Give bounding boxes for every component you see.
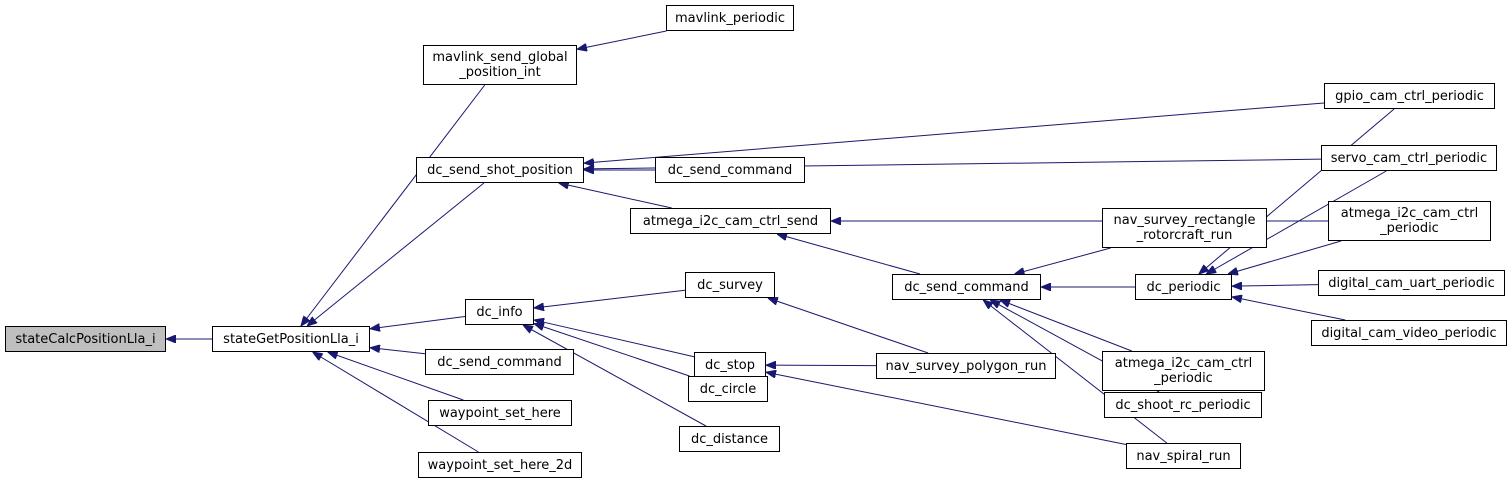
edge-nav_spiral_run-to-dc_send_command_c	[983, 300, 1168, 444]
node-digital_cam_uart_periodic[interactable]: digital_cam_uart_periodic	[1318, 270, 1505, 296]
edge-gpio_cam_ctrl_periodic-to-dc_send_shot_position	[584, 102, 1325, 163]
node-dc_info[interactable]: dc_info	[465, 299, 534, 325]
node-atmega_i2c_cam_ctrl_periodic-b[interactable]: atmega_i2c_cam_ctrl _periodic	[1328, 201, 1491, 241]
node-dc_distance[interactable]: dc_distance	[679, 426, 780, 452]
edge-atmega_i2c_cam_ctrl_send-to-dc_send_shot_position	[559, 183, 672, 209]
node-waypoint_set_here_2d[interactable]: waypoint_set_here_2d	[418, 452, 582, 478]
node-servo_cam_ctrl_periodic[interactable]: servo_cam_ctrl_periodic	[1321, 145, 1497, 171]
edge-dc_info-to-stateGetPositionLla_i	[370, 315, 466, 328]
edge-dc_circle-to-dc_info	[534, 324, 690, 377]
edge-dc_send_command_a-to-stateGetPositionLla_i	[370, 348, 426, 355]
node-dc_circle[interactable]: dc_circle	[688, 376, 768, 402]
edge-waypoint_set_here_2d-to-stateGetPositionLla_i	[313, 352, 479, 453]
node-stateGetPositionLla_i[interactable]: stateGetPositionLla_i	[212, 326, 370, 352]
edge-atmega_i2c_cam_ctrl_periodic_a-to-dc_send_command_c	[1000, 300, 1133, 352]
edge-nav_spiral_run-to-dc_stop	[766, 372, 1127, 445]
edge-dc_stop-to-dc_info	[534, 320, 695, 358]
edge-gpio_cam_ctrl_periodic-to-dc_periodic	[1199, 108, 1395, 274]
edge-digital_cam_video_periodic-to-dc_periodic	[1232, 297, 1346, 321]
node-nav_survey_polygon_run[interactable]: nav_survey_polygon_run	[876, 353, 1056, 379]
edge-dc_send_command_c-to-atmega_i2c_cam_ctrl_send	[777, 234, 921, 275]
node-dc_send_command-b[interactable]: dc_send_command	[655, 157, 805, 183]
node-dc_send_command-a[interactable]: dc_send_command	[425, 349, 574, 375]
edge-digital_cam_uart_periodic-to-dc_periodic	[1232, 285, 1319, 287]
edge-mavlink_send_global_position_int-to-stateGetPositionLla_i	[301, 84, 486, 326]
edge-nav_survey_rectangle_rotorcraft_run-to-dc_send_command_c	[1015, 247, 1111, 274]
node-dc_survey[interactable]: dc_survey	[685, 272, 775, 298]
edge-mavlink_periodic-to-mavlink_send_global_position_int	[577, 30, 667, 49]
edge-nav_survey_polygon_run-to-dc_survey	[768, 298, 929, 354]
node-dc_stop[interactable]: dc_stop	[694, 352, 766, 378]
node-nav_survey_rectangle_rotorcraft_run[interactable]: nav_survey_rectangle _rotorcraft_run	[1102, 208, 1267, 248]
node-dc_send_shot_position[interactable]: dc_send_shot_position	[416, 157, 584, 183]
edge-dc_distance-to-dc_info	[523, 325, 707, 427]
node-dc_send_command-c[interactable]: dc_send_command	[892, 274, 1041, 300]
edge-dc_send_shot_position-to-stateGetPositionLla_i	[307, 182, 485, 326]
edge-servo_cam_ctrl_periodic-to-dc_periodic	[1206, 170, 1387, 274]
edge-atmega_i2c_cam_ctrl_periodic_b-to-dc_periodic	[1228, 240, 1342, 274]
node-dc_periodic[interactable]: dc_periodic	[1135, 274, 1232, 300]
node-atmega_i2c_cam_ctrl_send[interactable]: atmega_i2c_cam_ctrl_send	[630, 208, 831, 234]
node-mavlink_periodic[interactable]: mavlink_periodic	[666, 5, 794, 31]
edge-dc_survey-to-dc_info	[534, 289, 686, 308]
node-mavlink_send_global_position_int[interactable]: mavlink_send_global _position_int	[423, 45, 577, 85]
edge-layer	[166, 30, 1395, 453]
edge-waypoint_set_here-to-stateGetPositionLla_i	[328, 352, 464, 401]
node-dc_shoot_rc_periodic[interactable]: dc_shoot_rc_periodic	[1104, 392, 1262, 418]
node-digital_cam_video_periodic[interactable]: digital_cam_video_periodic	[1311, 320, 1507, 346]
node-waypoint_set_here[interactable]: waypoint_set_here	[428, 400, 572, 426]
node-gpio_cam_ctrl_periodic[interactable]: gpio_cam_ctrl_periodic	[1324, 83, 1495, 109]
node-stateCalcPositionLla_i: stateCalcPositionLla_i	[5, 326, 166, 352]
node-nav_spiral_run[interactable]: nav_spiral_run	[1126, 443, 1241, 469]
node-atmega_i2c_cam_ctrl_periodic-a[interactable]: atmega_i2c_cam_ctrl _periodic	[1102, 351, 1265, 391]
